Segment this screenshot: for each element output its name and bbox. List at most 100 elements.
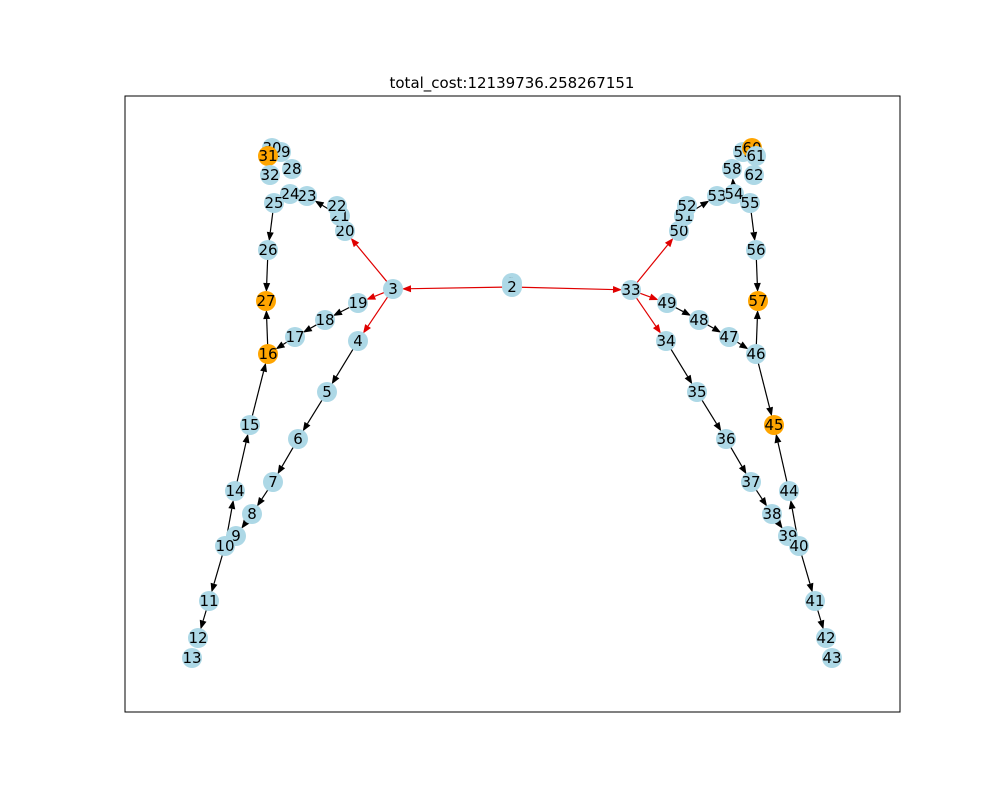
- edge-arrowhead: [753, 282, 761, 293]
- node-13: 13: [182, 648, 202, 668]
- node-label: 52: [677, 197, 696, 215]
- node-circle: [256, 291, 276, 311]
- edge-36-37: [730, 446, 747, 475]
- edge-line: [701, 399, 718, 424]
- edge-arrowhead: [366, 293, 377, 300]
- node-28: 28: [282, 159, 302, 179]
- edge-37-38: [755, 489, 768, 507]
- node-label: 15: [240, 416, 259, 434]
- edge-arrowhead: [612, 286, 623, 294]
- node-48: 48: [689, 310, 709, 330]
- edge-33-34: [635, 297, 661, 334]
- node-label: 20: [335, 222, 354, 240]
- node-52: 52: [677, 196, 697, 216]
- node-circle: [746, 240, 766, 260]
- edge-line: [367, 296, 389, 327]
- node-62: 62: [744, 165, 764, 185]
- edge-line: [750, 211, 755, 233]
- node-circle: [285, 327, 305, 347]
- edge-line: [251, 371, 265, 417]
- edge-arrowhead: [681, 308, 692, 316]
- node-19: 19: [348, 293, 368, 313]
- edge-26-27: [263, 258, 271, 293]
- node-label: 41: [805, 592, 824, 610]
- node-circle: [258, 240, 278, 260]
- edge-55-56: [750, 211, 758, 242]
- node-18: 18: [315, 310, 335, 330]
- node-circle: [225, 481, 245, 501]
- node-label: 8: [247, 505, 257, 523]
- edge-arrowhead: [766, 406, 773, 417]
- node-label: 54: [724, 185, 743, 203]
- edge-line: [636, 244, 669, 284]
- node-label: 48: [689, 311, 708, 329]
- node-61: 61: [746, 146, 766, 166]
- node-55: 55: [740, 193, 760, 213]
- node-40: 40: [789, 536, 809, 556]
- node-label: 19: [348, 294, 367, 312]
- edge-arrowhead: [817, 619, 825, 630]
- node-25: 25: [264, 193, 284, 213]
- edge-arrowhead: [774, 519, 783, 529]
- edge-40-41: [800, 554, 814, 593]
- edge-25-26: [266, 211, 274, 242]
- node-circle: [764, 415, 784, 435]
- node-11: 11: [199, 591, 219, 611]
- edge-arrowhead: [263, 309, 271, 320]
- node-label: 35: [687, 383, 706, 401]
- node-10: 10: [215, 536, 235, 556]
- edge-2-33: [520, 286, 623, 294]
- node-label: 40: [789, 537, 808, 555]
- edge-line: [335, 348, 354, 377]
- node-label: 32: [260, 166, 279, 184]
- edge-arrowhead: [648, 293, 659, 301]
- node-label: 28: [282, 160, 301, 178]
- edge-48-47: [706, 323, 722, 333]
- node-label: 58: [722, 160, 741, 178]
- node-label: 4: [353, 332, 363, 350]
- node-33: 33: [621, 280, 641, 300]
- node-label: 17: [285, 328, 304, 346]
- node-16: 16: [258, 344, 278, 364]
- node-circle: [724, 184, 744, 204]
- edge-19-18: [333, 306, 351, 316]
- edge-arrowhead: [331, 374, 340, 385]
- node-56: 56: [746, 240, 766, 260]
- node-circle: [383, 279, 403, 299]
- edge-11-12: [199, 609, 208, 630]
- edge-15-16: [251, 362, 267, 417]
- edge-arrowhead: [277, 464, 286, 475]
- edge-line: [520, 286, 614, 291]
- node-label: 37: [741, 473, 760, 491]
- edge-7-8: [256, 489, 269, 507]
- node-label: 16: [258, 345, 277, 363]
- node-label: 62: [744, 166, 763, 184]
- node-23: 23: [297, 186, 317, 206]
- edge-line: [266, 318, 269, 346]
- edge-3-4: [363, 296, 389, 334]
- node-circle: [280, 184, 300, 204]
- node-layer: 1234567891011121314151617181920212223242…: [182, 138, 842, 668]
- node-label: 18: [315, 311, 334, 329]
- node-57: 57: [748, 291, 768, 311]
- node-circle: [188, 628, 208, 648]
- node-circle: [719, 327, 739, 347]
- edge-arrowhead: [302, 421, 311, 432]
- node-circle: [317, 382, 337, 402]
- node-label: 56: [746, 241, 765, 259]
- edge-44-45: [774, 433, 788, 483]
- node-label: 24: [280, 185, 299, 203]
- edge-line: [340, 306, 351, 313]
- node-32: 32: [260, 165, 280, 185]
- edge-line: [755, 318, 758, 346]
- node-12: 12: [188, 628, 208, 648]
- node-38: 38: [762, 504, 782, 524]
- edge-line: [374, 291, 385, 297]
- node-label: 25: [264, 194, 283, 212]
- node-label: 9: [231, 527, 241, 545]
- edge-49-48: [674, 306, 692, 316]
- edge-line: [635, 297, 657, 327]
- node-circle: [716, 429, 736, 449]
- node-label: 47: [719, 328, 738, 346]
- node-circle: [822, 648, 842, 668]
